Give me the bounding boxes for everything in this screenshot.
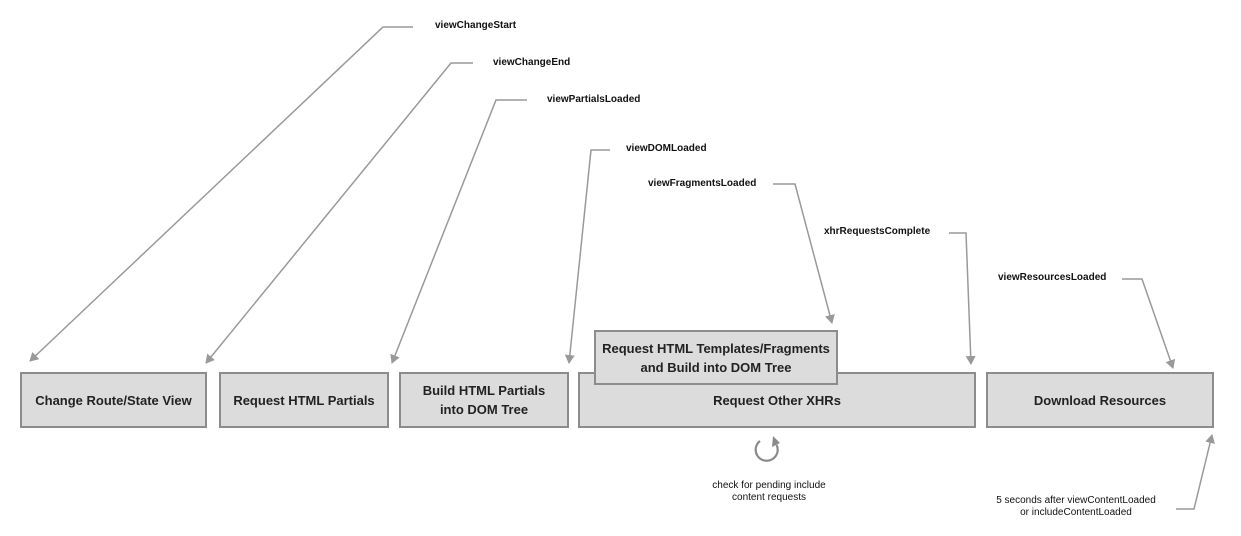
loop-note: check for pending include content reques… — [712, 480, 826, 503]
event-label: viewPartialsLoaded — [547, 94, 641, 105]
arrow-xhr-requests-complete — [949, 232, 976, 365]
event-label: viewChangeStart — [435, 20, 517, 31]
stage-box-download-resources: Download Resources — [986, 372, 1214, 428]
loop-refresh-arrowhead — [772, 436, 780, 447]
arrow-view-fragments-loaded — [773, 183, 835, 324]
stage-box-build-partials: Build HTML Partials into DOM Tree — [399, 372, 569, 428]
arrow-view-change-end — [205, 62, 473, 364]
arrow-view-resources-loaded — [1122, 278, 1176, 369]
arrow-view-partials-loaded — [390, 99, 527, 364]
event-label: viewFragmentsLoaded — [648, 178, 757, 189]
arrow-view-dom-loaded — [564, 149, 610, 364]
stage-box-change-route: Change Route/State View — [20, 372, 207, 428]
event-label: viewDOMLoaded — [626, 143, 707, 154]
arrow-timeout — [1176, 434, 1215, 510]
event-label: viewResourcesLoaded — [998, 272, 1107, 283]
event-label: viewChangeEnd — [493, 57, 571, 68]
stage-box-request-partials: Request HTML Partials — [219, 372, 389, 428]
event-label: xhrRequestsComplete — [824, 226, 931, 237]
fragments-box: Request HTML Templates/Fragments and Bui… — [594, 330, 838, 385]
timeout-note: 5 seconds after viewContentLoaded or inc… — [996, 495, 1156, 518]
loop-refresh-icon — [754, 440, 779, 462]
arrow-view-change-start — [29, 26, 413, 362]
